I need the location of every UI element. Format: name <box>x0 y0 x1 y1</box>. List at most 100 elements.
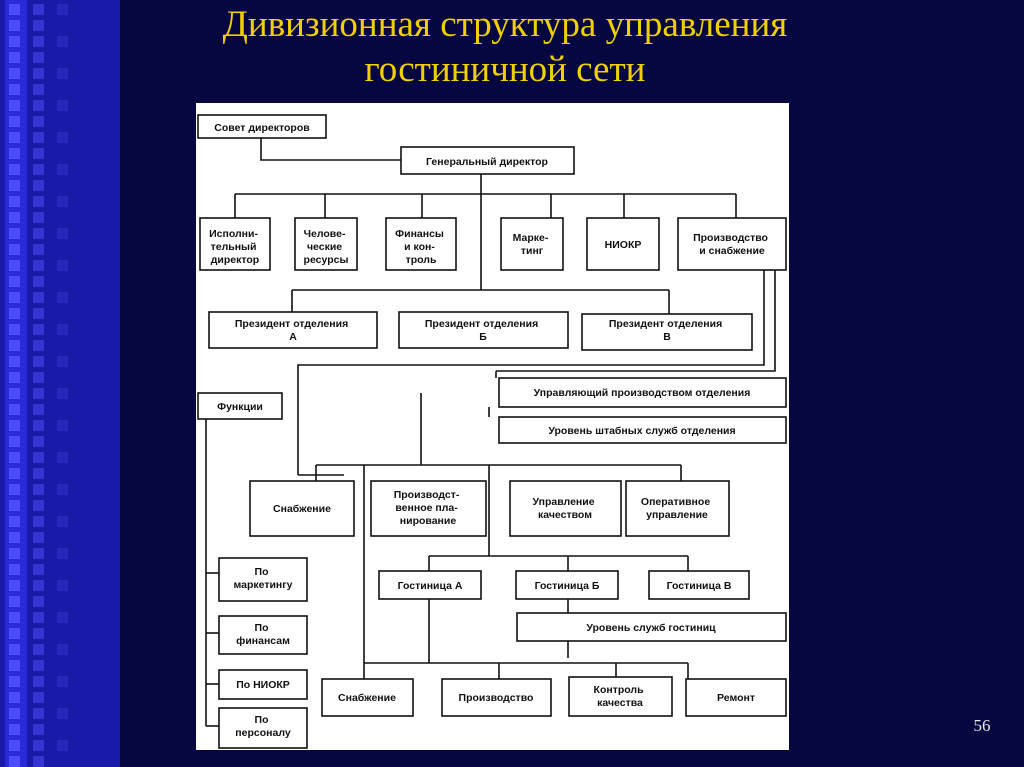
hotel-b-label: Гостиница Б <box>535 580 600 592</box>
decor-square <box>57 68 68 79</box>
decor-square <box>33 484 44 495</box>
decor-square <box>9 308 20 319</box>
decor-square <box>9 84 20 95</box>
decor-square <box>9 436 20 447</box>
hotel-a-label: Гостиница А <box>398 580 463 592</box>
org-chart: Совет директоров Генеральный директор Ис… <box>196 103 789 750</box>
decor-square <box>9 276 20 287</box>
fn-marketing-label: По маркетингу <box>234 566 293 591</box>
decor-square <box>9 180 20 191</box>
rnd-box <box>586 217 660 271</box>
production-supply-label: Производство и снабжение <box>693 232 771 257</box>
decor-square <box>57 484 68 495</box>
decor-square <box>57 324 68 335</box>
decor-square <box>33 164 44 175</box>
decor-square <box>9 196 20 207</box>
decor-square <box>33 516 44 527</box>
decor-square <box>33 644 44 655</box>
decor-square <box>33 452 44 463</box>
decor-square <box>33 740 44 751</box>
decor-square <box>9 660 20 671</box>
decor-square <box>57 100 68 111</box>
decor-square <box>9 164 20 175</box>
decor-square <box>33 468 44 479</box>
decor-square <box>57 420 68 431</box>
decor-square <box>33 36 44 47</box>
decor-square <box>33 628 44 639</box>
decor-square <box>33 660 44 671</box>
president-a-box <box>208 311 378 349</box>
decor-square <box>9 676 20 687</box>
decor-square <box>33 100 44 111</box>
decor-square <box>33 180 44 191</box>
president-v-box <box>581 313 753 351</box>
marketing-label: Марке- тинг <box>513 232 552 257</box>
decor-square <box>9 612 20 623</box>
decor-square <box>57 580 68 591</box>
decor-square <box>9 340 20 351</box>
decor-square <box>33 260 44 271</box>
fn-marketing-box <box>218 557 308 602</box>
decor-square <box>9 516 20 527</box>
decor-square <box>33 324 44 335</box>
hotel-production-box <box>441 678 552 717</box>
decor-square <box>9 484 20 495</box>
quality-control-label: Контроль качества <box>594 684 647 709</box>
decor-square <box>9 548 20 559</box>
decor-square <box>33 4 44 15</box>
decor-square <box>9 644 20 655</box>
decor-square <box>9 20 20 31</box>
decor-square <box>9 148 20 159</box>
decor-square <box>33 756 44 767</box>
decor-square <box>9 756 20 767</box>
decor-square <box>57 516 68 527</box>
decor-square <box>9 596 20 607</box>
board-label: Совет директоров <box>214 122 310 134</box>
decor-square <box>9 324 20 335</box>
decor-square <box>33 340 44 351</box>
decor-square <box>9 692 20 703</box>
connector-lines <box>205 138 776 727</box>
supply-label: Снабжение <box>273 503 331 515</box>
quality-management-label: Управление качеством <box>533 496 598 521</box>
slide-number: 56 <box>973 716 991 735</box>
decor-square <box>9 260 20 271</box>
president-a-label: Президент отделения А <box>235 318 351 343</box>
decor-square <box>57 292 68 303</box>
fn-rnd-label: По НИОКР <box>236 679 290 691</box>
decor-square <box>57 36 68 47</box>
exec-director-label: Исполни- тельный директор <box>209 228 261 266</box>
fn-finance-label: По финансам <box>236 622 290 647</box>
supply-box <box>249 480 355 537</box>
fn-personnel-box <box>218 707 308 749</box>
decor-square <box>9 292 20 303</box>
decor-square <box>9 404 20 415</box>
decor-square <box>33 212 44 223</box>
decor-square <box>9 532 20 543</box>
decor-square <box>33 20 44 31</box>
hotel-v-label: Гостиница В <box>667 580 732 592</box>
marketing-box <box>500 217 564 271</box>
decor-square <box>9 580 20 591</box>
repair-label: Ремонт <box>717 692 755 704</box>
decor-square <box>33 692 44 703</box>
hotel-v-box <box>648 570 750 600</box>
division-staff-level-box <box>498 416 787 444</box>
decor-square <box>33 52 44 63</box>
quality-management-box <box>509 480 622 537</box>
president-b-box <box>398 311 569 349</box>
decor-square <box>9 4 20 15</box>
decor-square <box>33 372 44 383</box>
decor-square <box>33 500 44 511</box>
decor-square <box>33 196 44 207</box>
operational-management-label: Оперативное управление <box>641 496 713 521</box>
hotel-services-level-label: Уровень служб гостиниц <box>586 622 716 634</box>
decor-square <box>33 676 44 687</box>
decor-square <box>9 52 20 63</box>
hr-box <box>294 217 358 271</box>
fn-rnd-box <box>218 669 308 700</box>
decor-square <box>9 500 20 511</box>
hotel-a-box <box>378 570 482 600</box>
decor-square <box>33 244 44 255</box>
decor-square <box>33 388 44 399</box>
